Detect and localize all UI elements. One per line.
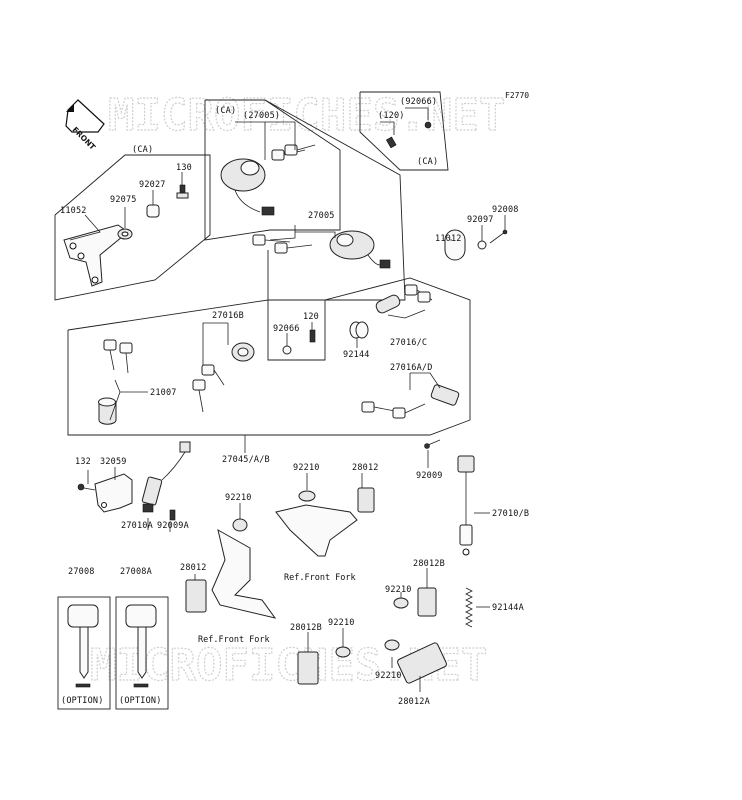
label-27010b: 27010/B — [492, 509, 529, 519]
leader-lines — [69, 107, 506, 692]
part-labels: (CA) (CA) (CA) (92066) (120) (27005) 130… — [60, 97, 529, 707]
figure-code: F2770 — [505, 91, 529, 100]
reflector-bracket-upper — [275, 487, 375, 557]
screw-92008 — [489, 229, 508, 244]
label-92097: 92097 — [467, 215, 494, 225]
key-icon — [252, 234, 313, 254]
front-arrow-icon: FRONT — [65, 99, 105, 152]
reflector-28012b-lower — [297, 646, 351, 685]
label-92066: 92066 — [273, 324, 300, 334]
ref-front-fork-1: Ref.Front Fork — [284, 573, 356, 583]
label-120-paren: (120) — [378, 111, 405, 121]
label-92210-b: 92210 — [225, 493, 252, 503]
ref-front-fork-2: Ref.Front Fork — [198, 635, 270, 645]
label-28012a: 28012A — [398, 697, 430, 707]
washer-92097 — [477, 240, 487, 250]
reflector-bracket-lower — [185, 518, 277, 619]
ignition-switch-upper — [220, 158, 275, 216]
lock-27016ad — [361, 384, 460, 419]
label-92144a: 92144A — [492, 603, 524, 613]
label-92144: 92144 — [343, 350, 370, 360]
screw-92009a — [169, 509, 176, 521]
label-option-1: (OPTION) — [61, 696, 104, 706]
label-32059: 32059 — [100, 457, 127, 467]
screw-92009 — [424, 439, 441, 449]
switch-27010a — [141, 441, 191, 513]
washer-92066 — [282, 345, 292, 355]
lock-21007 — [98, 339, 133, 425]
spring-92144a — [465, 587, 473, 628]
label-92210-e: 92210 — [375, 671, 402, 681]
seat-lock-27016c — [375, 284, 433, 314]
bracket-11052 — [63, 224, 129, 287]
label-27005: 27005 — [308, 211, 335, 221]
switch-27010b — [457, 455, 475, 556]
reflector-28012b-upper — [393, 587, 437, 617]
label-92066-paren: (92066) — [400, 97, 437, 107]
label-ca-3: (CA) — [417, 157, 438, 167]
cap-11012 — [444, 229, 466, 261]
bushing-92075 — [117, 228, 133, 240]
key-icon — [271, 144, 316, 161]
label-92009a: 92009A — [157, 521, 189, 531]
bolt-130 — [176, 184, 189, 199]
label-132: 132 — [75, 457, 91, 467]
label-28012-a: 28012 — [352, 463, 379, 473]
label-92075: 92075 — [110, 195, 137, 205]
label-28012b-a: 28012B — [413, 559, 445, 569]
label-27008a: 27008A — [120, 567, 152, 577]
reflector-28012a — [384, 639, 447, 684]
bolt-120 — [309, 329, 316, 343]
label-27016ad: 27016A/D — [390, 363, 433, 373]
lock-27016b — [192, 342, 255, 413]
label-28012b-b: 28012B — [290, 623, 322, 633]
label-130: 130 — [176, 163, 192, 173]
ignition-switch-middle — [329, 230, 391, 269]
collar-92027 — [146, 204, 160, 218]
label-92210-d: 92210 — [328, 618, 355, 628]
frame-lines — [54, 91, 471, 436]
label-ca-1: (CA) — [132, 145, 153, 155]
label-92027: 92027 — [139, 180, 166, 190]
label-92008: 92008 — [492, 205, 519, 215]
spring-92144 — [349, 321, 369, 339]
label-92210-a: 92210 — [293, 463, 320, 473]
bolt-132 — [77, 483, 96, 491]
bolt-120-ca — [385, 121, 432, 149]
label-11052: 11052 — [60, 206, 87, 216]
option-key-27008 — [57, 596, 111, 710]
label-21007: 21007 — [150, 388, 177, 398]
watermark-top: MICROFICHES.NET — [108, 90, 505, 141]
label-27016b: 27016B — [212, 311, 244, 321]
label-28012-b: 28012 — [180, 563, 207, 573]
label-27005-paren: (27005) — [243, 111, 280, 121]
label-11012: 11012 — [435, 234, 462, 244]
label-27010a: 27010A — [121, 521, 153, 531]
option-key-27008a — [115, 596, 169, 710]
label-120: 120 — [303, 312, 319, 322]
label-27008: 27008 — [68, 567, 95, 577]
label-92210-c: 92210 — [385, 585, 412, 595]
bracket-32059 — [94, 473, 133, 513]
label-92009: 92009 — [416, 471, 443, 481]
label-option-2: (OPTION) — [119, 696, 162, 706]
label-27045ab: 27045/A/B — [222, 455, 270, 465]
label-27016c: 27016/C — [390, 338, 427, 348]
label-ca-2: (CA) — [215, 106, 236, 116]
